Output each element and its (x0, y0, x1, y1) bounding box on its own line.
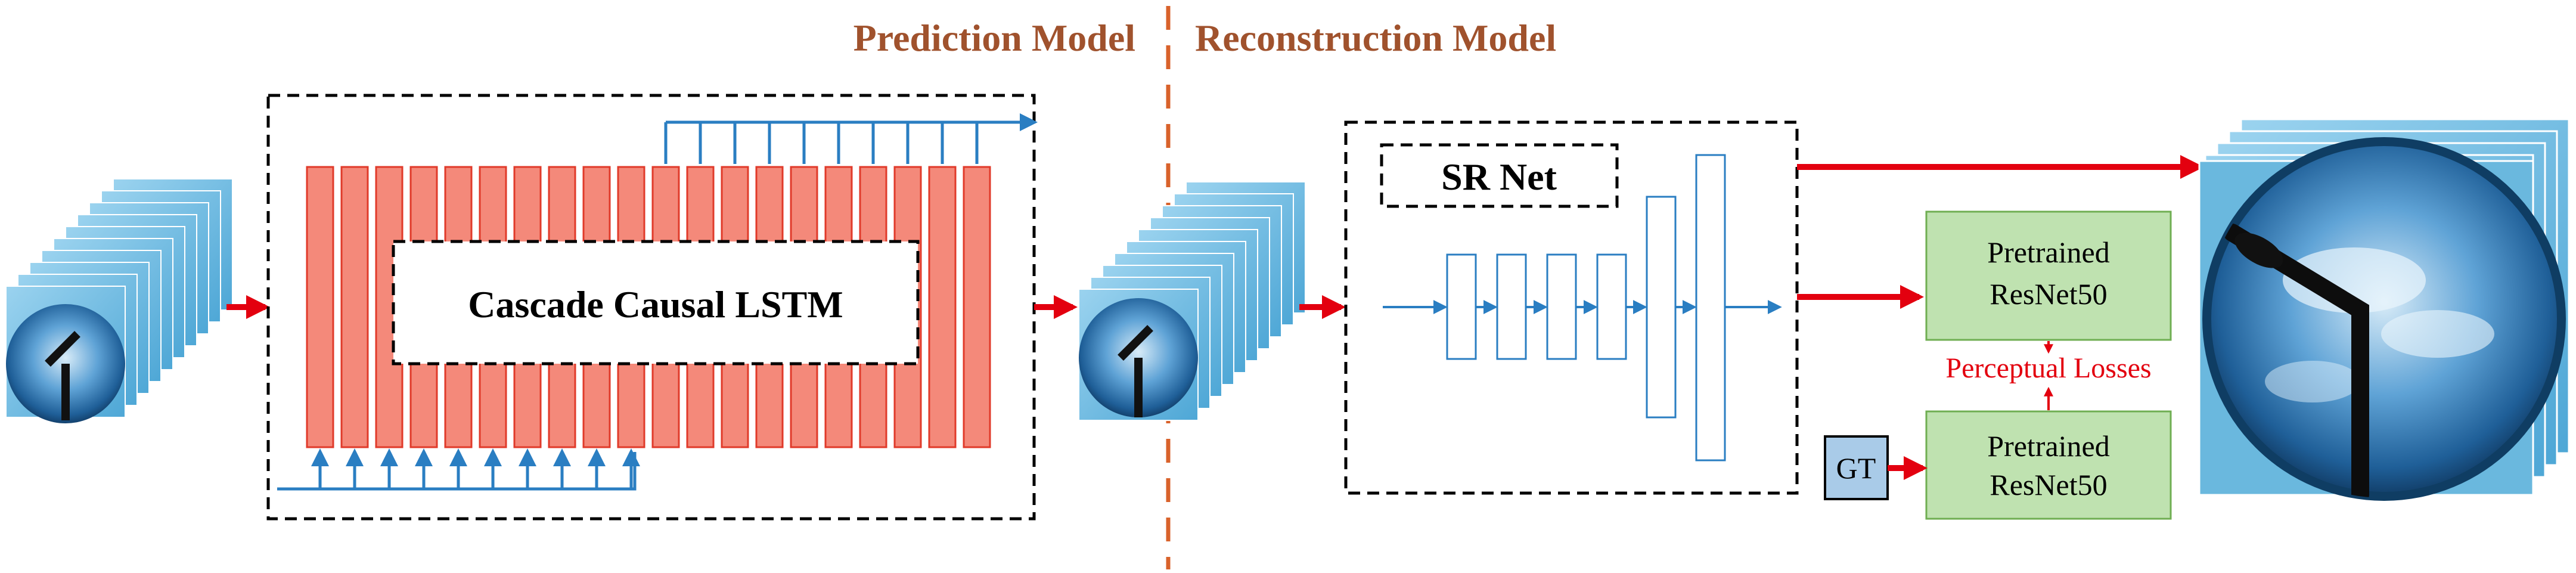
lstm-label-box (392, 240, 920, 366)
resnet-top-line2: ResNet50 (1990, 277, 2107, 311)
input-frames-stack (5, 178, 233, 423)
lstm-input-arrows (277, 448, 640, 491)
sr-layer (1596, 253, 1627, 360)
sr-net-layers (1446, 154, 1726, 462)
prediction-model-title: Prediction Model (854, 17, 1135, 59)
lstm-cell (963, 166, 991, 448)
gt-label: GT (1836, 451, 1876, 485)
predicted-frames-stack (1078, 181, 1306, 421)
resnet-bottom-line2: ResNet50 (1990, 468, 2107, 501)
sr-net-label-box (1380, 143, 1619, 208)
resnet-bottom-line1: Pretrained (1987, 429, 2109, 463)
lstm-output-arrows (664, 113, 1038, 164)
perceptual-losses-label: Perceptual Losses (1945, 352, 2151, 384)
resnet-bottom-box (1925, 410, 2172, 520)
lstm-cell (928, 166, 957, 448)
reconstruction-model-box (1344, 120, 1799, 495)
output-fisheye-image (2198, 118, 2570, 501)
sr-layer (1695, 154, 1726, 462)
resnet-top-line1: Pretrained (1987, 236, 2109, 269)
lstm-cell (340, 166, 369, 448)
lstm-label: Cascade Causal LSTM (468, 283, 843, 326)
sr-layer (1496, 253, 1527, 360)
gt-box (1824, 435, 1889, 500)
resnet-top-box (1925, 210, 2172, 341)
sr-layer (1546, 253, 1577, 360)
sr-net-label: SR Net (1441, 156, 1557, 198)
lstm-cell (306, 166, 334, 448)
reconstruction-model-title: Reconstruction Model (1195, 17, 1556, 59)
sr-layer (1646, 196, 1677, 419)
sr-layer (1446, 253, 1477, 360)
